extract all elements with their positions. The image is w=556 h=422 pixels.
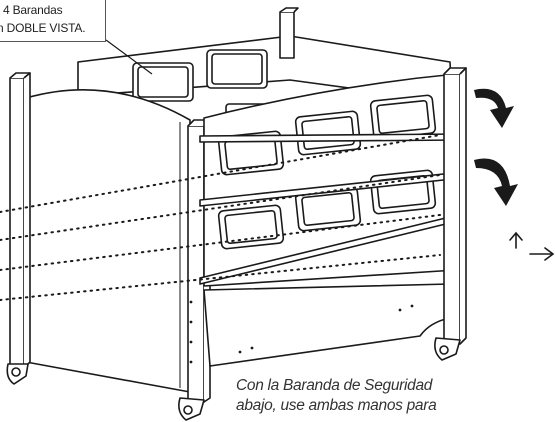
- caption-line-1: Con la Baranda de Seguridad: [236, 377, 433, 394]
- callout-box: 4 Barandas n DOBLE VISTA.: [0, 0, 106, 42]
- caption-text: Con la Baranda de Seguridad abajo, use a…: [236, 376, 556, 416]
- caption-line-2: abajo, use ambas manos para: [236, 397, 437, 414]
- left-end-panel: [25, 88, 191, 393]
- rotate-arrow-icon: [474, 88, 514, 128]
- callout-leader: [105, 39, 153, 75]
- callout-line-2: n DOBLE VISTA.: [0, 21, 86, 35]
- right-front-post: [434, 67, 467, 361]
- back-right-post: [279, 7, 299, 59]
- right-end-panel: [203, 283, 451, 367]
- callout-line-1: 4 Barandas: [3, 3, 63, 17]
- screw-holes: [189, 300, 414, 364]
- left-front-post: [6, 72, 31, 385]
- back-rail-panel: [77, 35, 453, 131]
- up-arrow-icon: [509, 231, 523, 249]
- rotate-arrow-icon: [474, 158, 518, 206]
- dotted-guide-lines: [0, 134, 441, 301]
- right-arrow-icon: [529, 247, 555, 261]
